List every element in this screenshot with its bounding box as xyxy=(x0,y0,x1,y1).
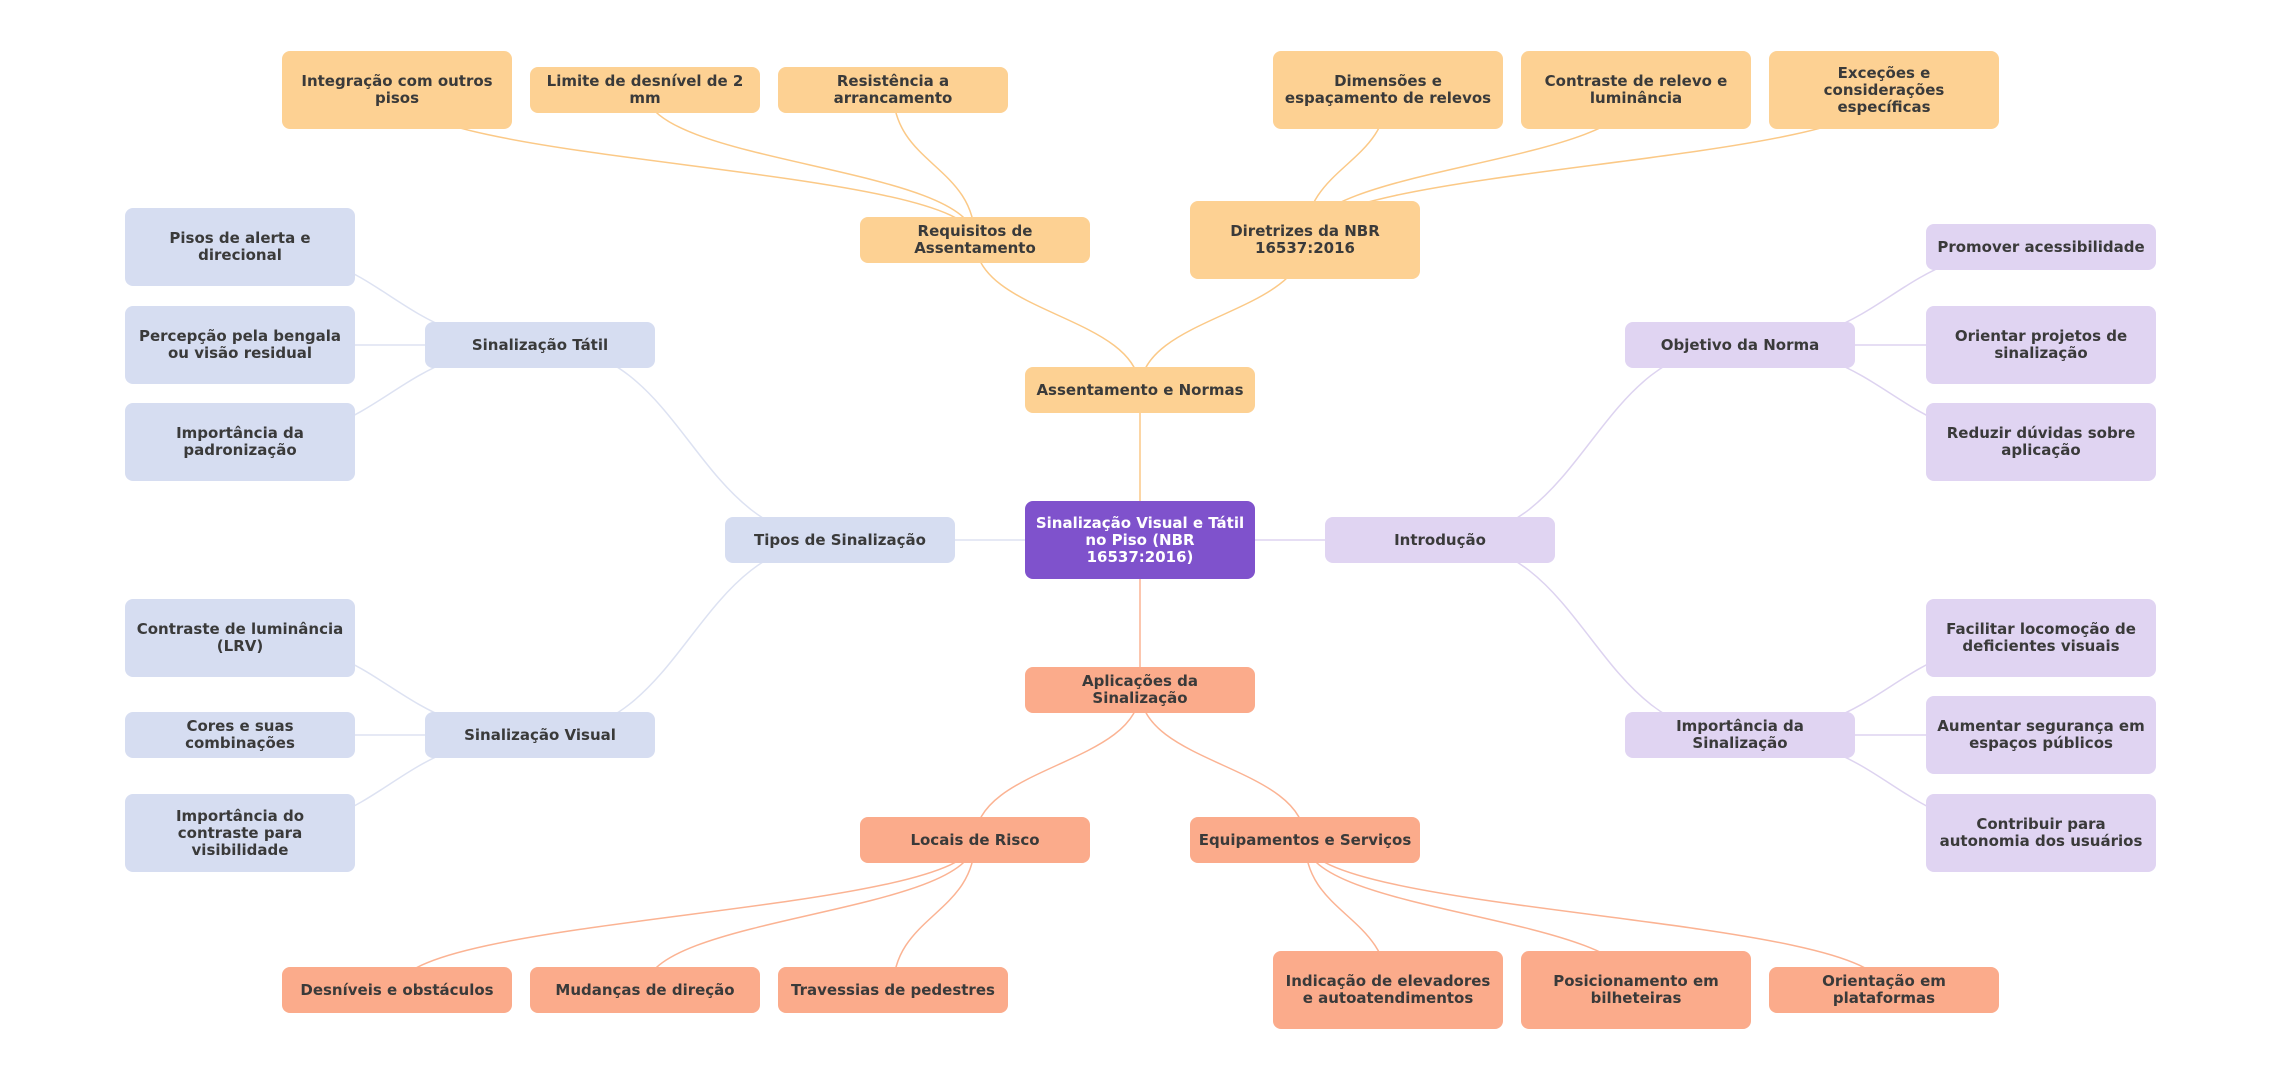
node-requisitos[interactable]: Requisitos de Assentamento xyxy=(860,217,1090,263)
node-percepcao[interactable]: Percepção pela bengala ou visão residual xyxy=(125,306,355,384)
node-visibilidade[interactable]: Importância do contraste para visibilida… xyxy=(125,794,355,872)
node-label: Importância da padronização xyxy=(176,424,304,459)
node-label: Indicação de elevadores e autoatendiment… xyxy=(1285,972,1491,1007)
node-plataformas[interactable]: Orientação em plataformas xyxy=(1769,967,1999,1013)
node-objetivo[interactable]: Objetivo da Norma xyxy=(1625,322,1855,368)
node-label: Aplicações da Sinalização xyxy=(1081,672,1199,707)
node-label: Pisos de alerta e direcional xyxy=(169,229,311,264)
node-label: Contraste de relevo e luminância xyxy=(1544,72,1728,107)
node-label: Reduzir dúvidas sobre aplicação xyxy=(1946,424,2136,459)
node-root[interactable]: Sinalização Visual e Tátil no Piso (NBR … xyxy=(1025,501,1255,579)
node-label: Importância da Sinalização xyxy=(1676,717,1804,752)
node-bilheterias[interactable]: Posicionamento em bilheteiras xyxy=(1521,951,1751,1029)
edge-locais-mudancas xyxy=(644,839,976,991)
node-tipos[interactable]: Tipos de Sinalização xyxy=(725,517,955,563)
node-reduzir[interactable]: Reduzir dúvidas sobre aplicação xyxy=(1926,403,2156,481)
node-importancia-sin[interactable]: Importância da Sinalização xyxy=(1625,712,1855,758)
node-travessias[interactable]: Travessias de pedestres xyxy=(778,967,1008,1013)
node-label: Resistência a arrancamento xyxy=(833,72,953,107)
edge-requisitos-resistencia xyxy=(892,89,976,241)
node-label: Orientar projetos de sinalização xyxy=(1954,327,2128,362)
node-label: Posicionamento em bilheteiras xyxy=(1553,972,1719,1007)
node-label: Integração com outros pisos xyxy=(301,72,493,107)
node-label: Limite de desnível de 2 mm xyxy=(546,72,744,107)
node-label: Introdução xyxy=(1394,530,1486,549)
node-padronizacao[interactable]: Importância da padronização xyxy=(125,403,355,481)
node-label: Orientação em plataformas xyxy=(1822,972,1946,1007)
node-integracao[interactable]: Integração com outros pisos xyxy=(282,51,512,129)
node-label: Requisitos de Assentamento xyxy=(914,222,1036,257)
node-assentamento[interactable]: Assentamento e Normas xyxy=(1025,367,1255,413)
node-equipamentos[interactable]: Equipamentos e Serviços xyxy=(1190,817,1420,863)
edge-introducao-objetivo xyxy=(1439,344,1741,541)
node-facilitar[interactable]: Facilitar locomoção de deficientes visua… xyxy=(1926,599,2156,677)
node-label: Locais de Risco xyxy=(910,830,1040,849)
node-dimensoes[interactable]: Dimensões e espaçamento de relevos xyxy=(1273,51,1503,129)
node-label: Promover acessibilidade xyxy=(1937,237,2145,256)
node-mudancas[interactable]: Mudanças de direção xyxy=(530,967,760,1013)
node-lrv[interactable]: Contraste de luminância (LRV) xyxy=(125,599,355,677)
edge-assentamento-requisitos xyxy=(974,239,1141,391)
node-label: Sinalização Visual xyxy=(464,725,616,744)
node-locais[interactable]: Locais de Risco xyxy=(860,817,1090,863)
node-label: Percepção pela bengala ou visão residual xyxy=(138,327,342,362)
node-label: Sinalização Tátil xyxy=(471,335,609,354)
node-cores[interactable]: Cores e suas combinações xyxy=(125,712,355,758)
node-pisos[interactable]: Pisos de alerta e direcional xyxy=(125,208,355,286)
node-tatil[interactable]: Sinalização Tátil xyxy=(425,322,655,368)
edge-requisitos-desnivel xyxy=(644,89,976,241)
edge-aplicacoes-locais xyxy=(974,689,1141,841)
node-label: Tipos de Sinalização xyxy=(754,530,926,549)
node-desnivel[interactable]: Limite de desnível de 2 mm xyxy=(530,67,760,113)
edge-locais-desniveis xyxy=(396,839,976,991)
node-label: Exceções e considerações específicas xyxy=(1823,63,1945,116)
node-excecoes[interactable]: Exceções e considerações específicas xyxy=(1769,51,1999,129)
node-label: Equipamentos e Serviços xyxy=(1198,830,1412,849)
node-diretrizes[interactable]: Diretrizes da NBR 16537:2016 xyxy=(1190,201,1420,279)
node-label: Importância do contraste para visibilida… xyxy=(175,806,305,859)
node-label: Contraste de luminância (LRV) xyxy=(136,620,344,655)
node-label: Dimensões e espaçamento de relevos xyxy=(1284,72,1492,107)
node-label: Contribuir para autonomia dos usuários xyxy=(1939,815,2143,850)
node-label: Aumentar segurança em espaços públicos xyxy=(1937,717,2145,752)
edge-equipamentos-plataformas xyxy=(1304,839,1885,991)
edge-tipos-tatil xyxy=(539,344,841,541)
node-contraste-relevo[interactable]: Contraste de relevo e luminância xyxy=(1521,51,1751,129)
edge-tipos-visual xyxy=(539,539,841,736)
node-label: Facilitar locomoção de deficientes visua… xyxy=(1946,620,2136,655)
node-label: Cores e suas combinações xyxy=(185,717,295,752)
node-label: Sinalização Visual e Tátil no Piso (NBR … xyxy=(1035,513,1245,566)
edge-introducao-importancia-sin xyxy=(1439,539,1741,736)
edge-aplicacoes-equipamentos xyxy=(1139,689,1306,841)
node-aplicacoes[interactable]: Aplicações da Sinalização xyxy=(1025,667,1255,713)
node-promover[interactable]: Promover acessibilidade xyxy=(1926,224,2156,270)
node-label: Mudanças de direção xyxy=(555,980,735,999)
node-resistencia[interactable]: Resistência a arrancamento xyxy=(778,67,1008,113)
node-label: Travessias de pedestres xyxy=(791,980,995,999)
node-orientar[interactable]: Orientar projetos de sinalização xyxy=(1926,306,2156,384)
node-label: Diretrizes da NBR 16537:2016 xyxy=(1230,222,1380,257)
node-desniveis[interactable]: Desníveis e obstáculos xyxy=(282,967,512,1013)
node-label: Objetivo da Norma xyxy=(1660,335,1820,354)
node-introducao[interactable]: Introdução xyxy=(1325,517,1555,563)
node-label: Assentamento e Normas xyxy=(1036,380,1244,399)
node-label: Desníveis e obstáculos xyxy=(300,980,494,999)
node-aumentar[interactable]: Aumentar segurança em espaços públicos xyxy=(1926,696,2156,774)
edge-locais-travessias xyxy=(892,839,976,991)
node-elevadores[interactable]: Indicação de elevadores e autoatendiment… xyxy=(1273,951,1503,1029)
node-contribuir[interactable]: Contribuir para autonomia dos usuários xyxy=(1926,794,2156,872)
node-visual[interactable]: Sinalização Visual xyxy=(425,712,655,758)
